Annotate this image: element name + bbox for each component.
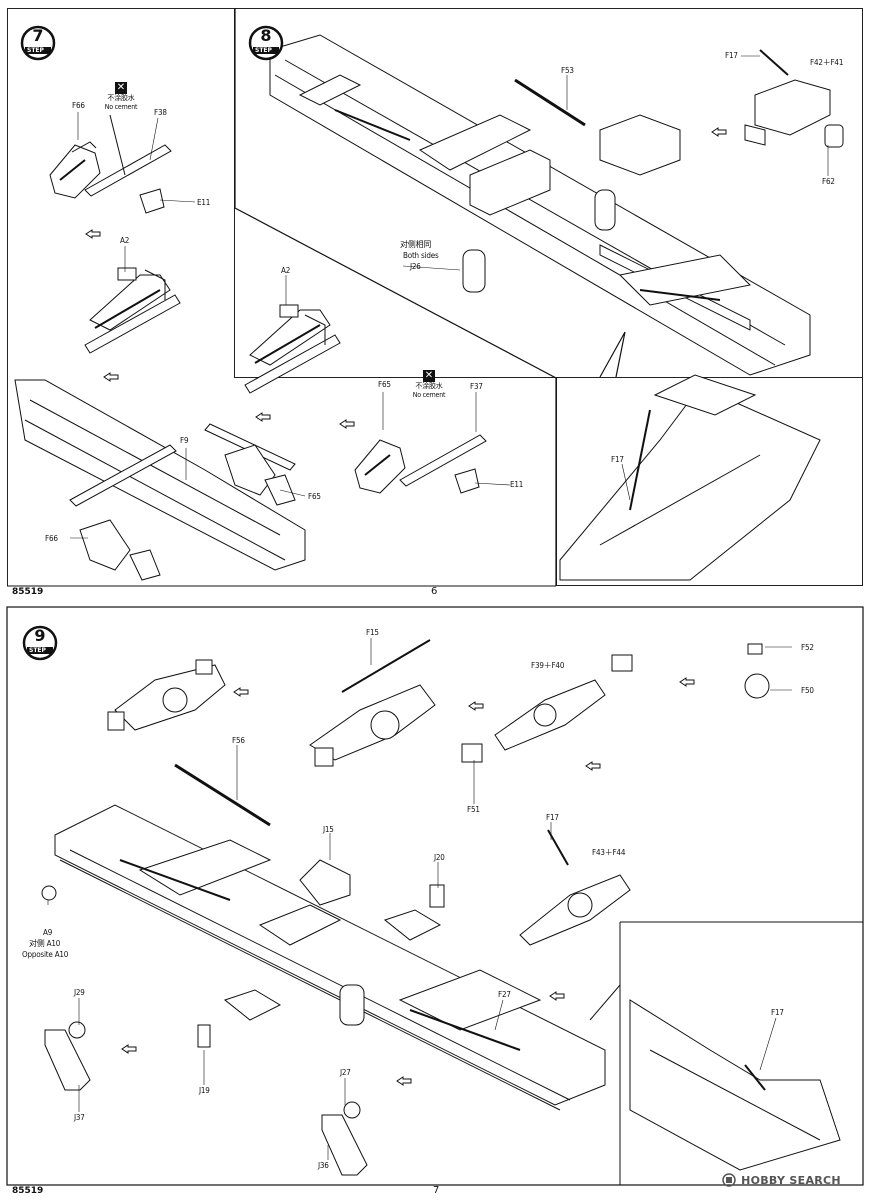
watermark-icon	[722, 1172, 736, 1187]
product-code: 85519	[12, 1186, 44, 1196]
part-label-f52: F52	[801, 643, 814, 652]
part-label-f66: F66	[72, 101, 85, 110]
part-label-j26: J26	[410, 262, 421, 271]
page-number: 6	[431, 586, 438, 597]
part-label-j36: J36	[318, 1161, 329, 1170]
no-cement-icon: ✕	[115, 82, 127, 94]
part-label-f17: F17	[546, 813, 559, 822]
no-cement-note: ✕ 不涂胶水 No cement	[98, 82, 144, 112]
product-code: 85519	[12, 587, 44, 597]
step7-badge: 7 STEP	[20, 25, 56, 61]
both-sides-en: Both sides	[403, 251, 439, 260]
part-label-f43-f44: F43＋F44	[592, 848, 626, 857]
watermark-text: HOBBY SEARCH	[741, 1174, 841, 1187]
part-label-f66: F66	[45, 534, 58, 543]
part-label-j37: J37	[74, 1113, 85, 1122]
part-label-a9: A9	[43, 928, 53, 937]
part-label-a2: A2	[281, 266, 291, 275]
part-label-f51: F51	[467, 805, 480, 814]
part-label-f65: F65	[378, 380, 391, 389]
part-label-f17: F17	[725, 51, 738, 60]
no-cement-icon: ✕	[423, 370, 435, 382]
part-label-f17: F17	[771, 1008, 784, 1017]
part-label-f27: F27	[498, 990, 511, 999]
part-label-j29: J29	[74, 988, 85, 997]
step8-word: STEP	[255, 47, 272, 54]
part-label-f38: F38	[154, 108, 167, 117]
step9-number: 9	[34, 626, 46, 645]
part-label-e11: E11	[510, 480, 524, 489]
part-label-f62: F62	[822, 177, 835, 186]
part-label-e11: E11	[197, 198, 211, 207]
step7-word: STEP	[27, 47, 44, 54]
page-number: 7	[433, 1185, 440, 1196]
part-label-a2: A2	[120, 236, 130, 245]
part-label-f17: F17	[611, 455, 624, 464]
part-label-a10-cn: 对侧 A10	[29, 939, 61, 948]
part-label-f15: F15	[366, 628, 379, 637]
part-label-j20: J20	[434, 853, 445, 862]
watermark-logo: HOBBY SEARCH	[722, 1169, 841, 1188]
step9-word: STEP	[29, 647, 46, 654]
part-label-f53: F53	[561, 66, 574, 75]
no-cement-en: No cement	[104, 103, 138, 111]
part-label-f39-f40: F39＋F40	[531, 661, 565, 670]
both-sides-cn: 对侧相同	[400, 240, 432, 249]
part-label-f42-f41: F42＋F41	[810, 58, 844, 67]
no-cement-note: ✕ 不涂胶水 No cement	[406, 370, 452, 400]
part-label-f65: F65	[308, 492, 321, 501]
part-label-f9: F9	[180, 436, 189, 445]
step9-badge: 9 STEP	[22, 625, 58, 661]
part-label-f37: F37	[470, 382, 483, 391]
no-cement-cn: 不涂胶水	[107, 94, 135, 102]
part-label-f50: F50	[801, 686, 814, 695]
part-label-a10-en: Opposite A10	[22, 950, 69, 959]
part-label-j27: J27	[340, 1068, 351, 1077]
step8-number: 8	[260, 26, 272, 45]
step8-badge: 8 STEP	[248, 25, 284, 61]
step7-number: 7	[32, 26, 44, 45]
part-label-f56: F56	[232, 736, 245, 745]
no-cement-cn: 不涂胶水	[415, 382, 443, 390]
part-label-j15: J15	[323, 825, 334, 834]
part-label-j19: J19	[199, 1086, 210, 1095]
no-cement-en: No cement	[412, 391, 446, 399]
